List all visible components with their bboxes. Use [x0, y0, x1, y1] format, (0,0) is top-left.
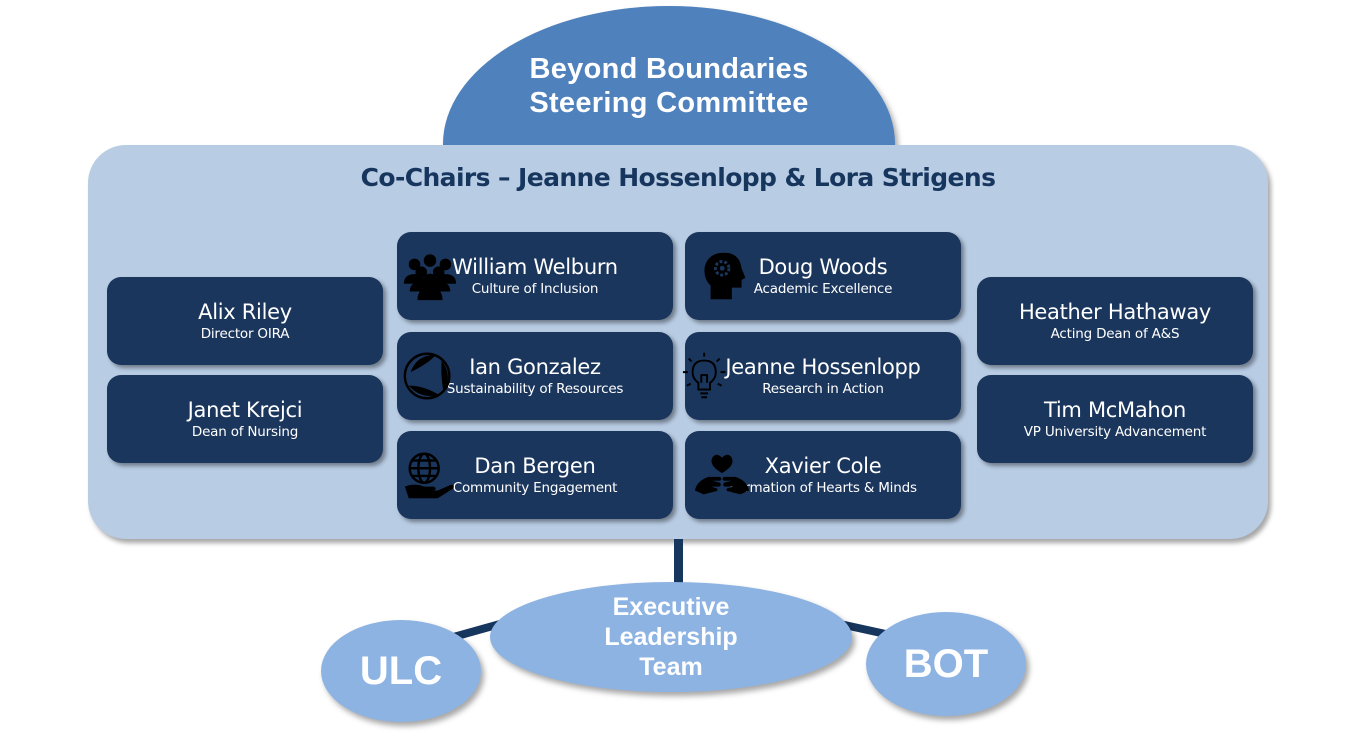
member-role: VP University Advancement [1023, 423, 1207, 440]
committee-title: Beyond Boundaries Steering Committee [443, 52, 895, 120]
people-group-icon [403, 254, 457, 301]
member-box-tim-mcmahon: Tim McMahon VP University Advancement [977, 375, 1253, 463]
pillar-lead-name: William Welburn [452, 254, 618, 279]
pillar-title: Culture of Inclusion [471, 280, 599, 297]
pillar-lead-name: Xavier Cole [764, 453, 882, 478]
lightbulb-icon [682, 352, 726, 399]
title-line-2: Steering Committee [529, 87, 809, 119]
connector-panel-to-executive [674, 539, 683, 584]
pillar-lead-name: Ian Gonzalez [469, 354, 601, 379]
member-box-alix-riley: Alix Riley Director OIRA [107, 277, 383, 365]
pillar-title: Research in Action [762, 380, 884, 397]
member-name: Janet Krejci [187, 397, 303, 422]
pillar-box-community-engagement: Dan Bergen Community Engagement [397, 431, 673, 519]
member-box-heather-hathaway: Heather Hathaway Acting Dean of A&S [977, 277, 1253, 365]
pillar-title: Sustainability of Resources [446, 380, 624, 397]
pillar-lead-name: Jeanne Hossenlopp [725, 354, 921, 379]
executive-label-line-1: Executive [612, 593, 730, 621]
bot-label: BOT [903, 641, 989, 686]
pillar-lead-name: Doug Woods [758, 254, 888, 279]
head-gear-icon [704, 252, 746, 300]
pillar-box-hearts-and-minds: Xavier Cole Formation of Hearts & Minds [685, 431, 961, 519]
heart-hands-icon [694, 454, 750, 495]
member-name: Tim McMahon [1044, 397, 1186, 422]
leaf-cycle-icon [403, 352, 451, 400]
cochairs-heading: Co-Chairs – Jeanne Hossenlopp & Lora Str… [360, 163, 996, 192]
member-name: Alix Riley [198, 299, 292, 324]
pillar-box-sustainability: Ian Gonzalez Sustainability of Resources [397, 332, 673, 420]
ulc-label: ULC [359, 648, 443, 693]
pillar-box-academic-excellence: Doug Woods Academic Excellence [685, 232, 961, 320]
title-line-1: Beyond Boundaries [529, 53, 809, 85]
pillar-title: Academic Excellence [753, 280, 893, 297]
member-role: Acting Dean of A&S [1050, 325, 1180, 342]
pillar-title: Formation of Hearts & Minds [729, 479, 917, 496]
executive-leadership-node: Executive Leadership Team [490, 582, 852, 692]
pillar-title: Community Engagement [452, 479, 618, 496]
pillar-lead-name: Dan Bergen [474, 453, 596, 478]
executive-label-line-3: Team [639, 653, 703, 681]
member-role: Dean of Nursing [191, 423, 299, 440]
bot-node: BOT [866, 612, 1026, 716]
header-dome-clip [430, 0, 910, 146]
globe-hand-icon [404, 452, 454, 499]
member-role: Director OIRA [200, 325, 290, 342]
member-name: Heather Hathaway [1018, 299, 1212, 324]
pillar-box-culture-of-inclusion: William Welburn Culture of Inclusion [397, 232, 673, 320]
executive-label-line-2: Leadership [604, 623, 738, 651]
pillar-box-research-in-action: Jeanne Hossenlopp Research in Action [682, 332, 961, 420]
ulc-node: ULC [321, 620, 481, 722]
member-box-janet-krejci: Janet Krejci Dean of Nursing [107, 375, 383, 463]
